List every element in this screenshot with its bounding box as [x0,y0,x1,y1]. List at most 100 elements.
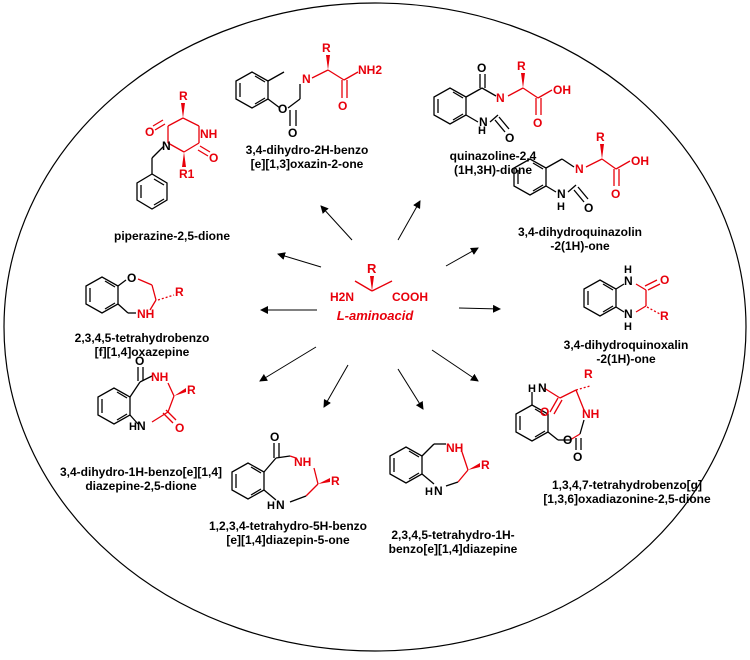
label-line: 3,4-dihydroquinazolin [517,225,643,239]
atom-O: O [477,61,486,75]
center-substituent: R [367,261,377,276]
atom-O: O [660,273,669,287]
label-line: [e][1,4]diazepin-5-one [226,533,350,547]
atom-O: O [270,430,279,444]
atom-R: R [187,383,196,397]
atom-R: R [175,285,184,299]
label-line: 1,2,3,4-tetrahydro-5H-benzo [208,519,368,533]
atom-O: O [584,201,593,215]
atom-O: O [505,131,514,145]
label-benzoxazinone: 3,4-dihydro-2H-benzo [e][1,3]oxazin-2-on… [246,143,369,171]
label-line: (1H,3H)-dione [454,163,532,177]
atom-N: N [276,498,285,512]
atom-O: O [127,271,136,285]
center-amino-acid [354,276,393,292]
atom-N: N [538,381,547,395]
label-line: diazepine-2,5-dione [85,479,197,493]
atom-R: R [660,309,669,323]
label-line: -2(1H)-one [596,352,656,366]
atom-N: N [624,307,633,321]
atom-O: O [611,187,620,201]
structure-piperazinedione [136,103,211,210]
atom-N: N [434,484,443,498]
arrow-to-dihydroquinazolinone [445,247,479,267]
label-benzodiazepine: 2,3,4,5-tetrahydro-1H- benzo[e][1,4]diaz… [389,528,518,556]
center-amine: H2N [330,290,354,304]
atom-H: H [624,321,632,333]
structure-benzodiazepinone [231,443,330,503]
structure-benzoxazepine [85,276,175,314]
structure-benzoxazinone [235,55,359,126]
atom-R: R [584,367,593,381]
label-line: piperazine-2,5-dione [113,229,231,243]
label-line: 3,4-dihydro-2H-benzo [245,143,369,157]
label-line: -2(1H)-one [550,239,610,253]
arrow-to-oxadiazonine [431,349,479,382]
label-line: [f][1,4]oxazepine [94,345,190,359]
atom-O: O [533,116,542,130]
arrow-to-quinoxalinone [458,304,501,313]
label-piperazinedione: piperazine-2,5-dione [114,229,230,243]
label-line: 3,4-dihydroquinoxalin [563,338,689,352]
label-benzodiazepinedione: 3,4-dihydro-1H-benzo[e][1,4] diazepine-2… [60,465,222,493]
atom-NH: NH [200,127,217,141]
arrow-to-benzodiazepine [397,368,424,410]
arrow-to-piperazinedione [277,252,322,268]
atom-NH: NH [582,407,599,421]
structure-benzodiazepinedione [97,367,186,425]
structure-oxadiazonine [515,385,591,450]
atom-N: N [575,162,584,176]
label-oxadiazonine: 1,3,4,7-tetrahydrobenzo[g] [1,3,6]oxadia… [543,478,710,506]
atom-O: O [209,151,218,165]
arrow-to-quinazolinedione [397,200,421,241]
atom-R1: R1 [179,167,195,181]
structure-dihydroquinazolinone [513,144,631,203]
atom-R: R [596,130,605,144]
structure-quinazolinedione [433,73,553,133]
atom-N: N [624,274,633,288]
atom-O: O [563,433,572,447]
atom-O-ring: O [278,102,287,116]
atom-NH: NH [294,455,311,469]
label-quinazolinedione: quinazoline-2,4 (1H,3H)-dione [450,149,537,177]
label-line: [e][1,3]oxazin-2-one [250,157,364,171]
atom-N-low: N [479,115,488,129]
stereo-wedge [370,276,374,291]
atom-N-ring: N [302,72,311,86]
atom-H: H [624,264,632,276]
center-acid: COOH [392,290,428,304]
atom-OH: OH [553,83,571,97]
arrow-to-benzodiazepinedione [259,346,317,382]
atom-H: H [267,500,275,512]
label-quinoxalinone: 3,4-dihydroquinoxalin -2(1H)-one [564,338,689,366]
structure-quinoxalinone [583,279,661,317]
atom-N: N [162,139,171,153]
atom-R: R [517,59,526,73]
atom-NH2: NH2 [358,63,382,77]
label-benzodiazepinone: 1,2,3,4-tetrahydro-5H-benzo [e][1,4]diaz… [209,519,367,547]
atom-O: O [540,405,549,419]
label-benzoxazepine: 2,3,4,5-tetrahydrobenzo [f][1,4]oxazepin… [75,331,210,359]
atom-R: R [481,458,490,472]
atom-R: R [179,89,188,103]
atom-O-amide: O [338,99,347,113]
atom-N: N [496,91,505,105]
outer-ellipse [3,2,747,652]
atom-NH: NH [151,370,168,384]
atom-O: O [135,354,144,368]
atom-H: H [557,201,565,213]
label-line: 2,3,4,5-tetrahydro-1H- [391,528,515,542]
label-dihydroquinazolinone: 3,4-dihydroquinazolin -2(1H)-one [518,225,642,253]
center-label: L-aminoacid [336,308,414,323]
label-line: 3,4-dihydro-1H-benzo[e][1,4] [59,465,223,479]
atom-N: N [557,187,566,201]
atom-NH: NH [137,307,154,321]
structure-benzodiazepine [389,443,480,487]
atom-OH: OH [631,154,649,168]
atom-NH: NH [446,441,463,455]
reaction-arrows [259,200,501,410]
label-line: 1,3,4,7-tetrahydrobenzo[g] [551,478,703,492]
atom-O: O [145,125,154,139]
